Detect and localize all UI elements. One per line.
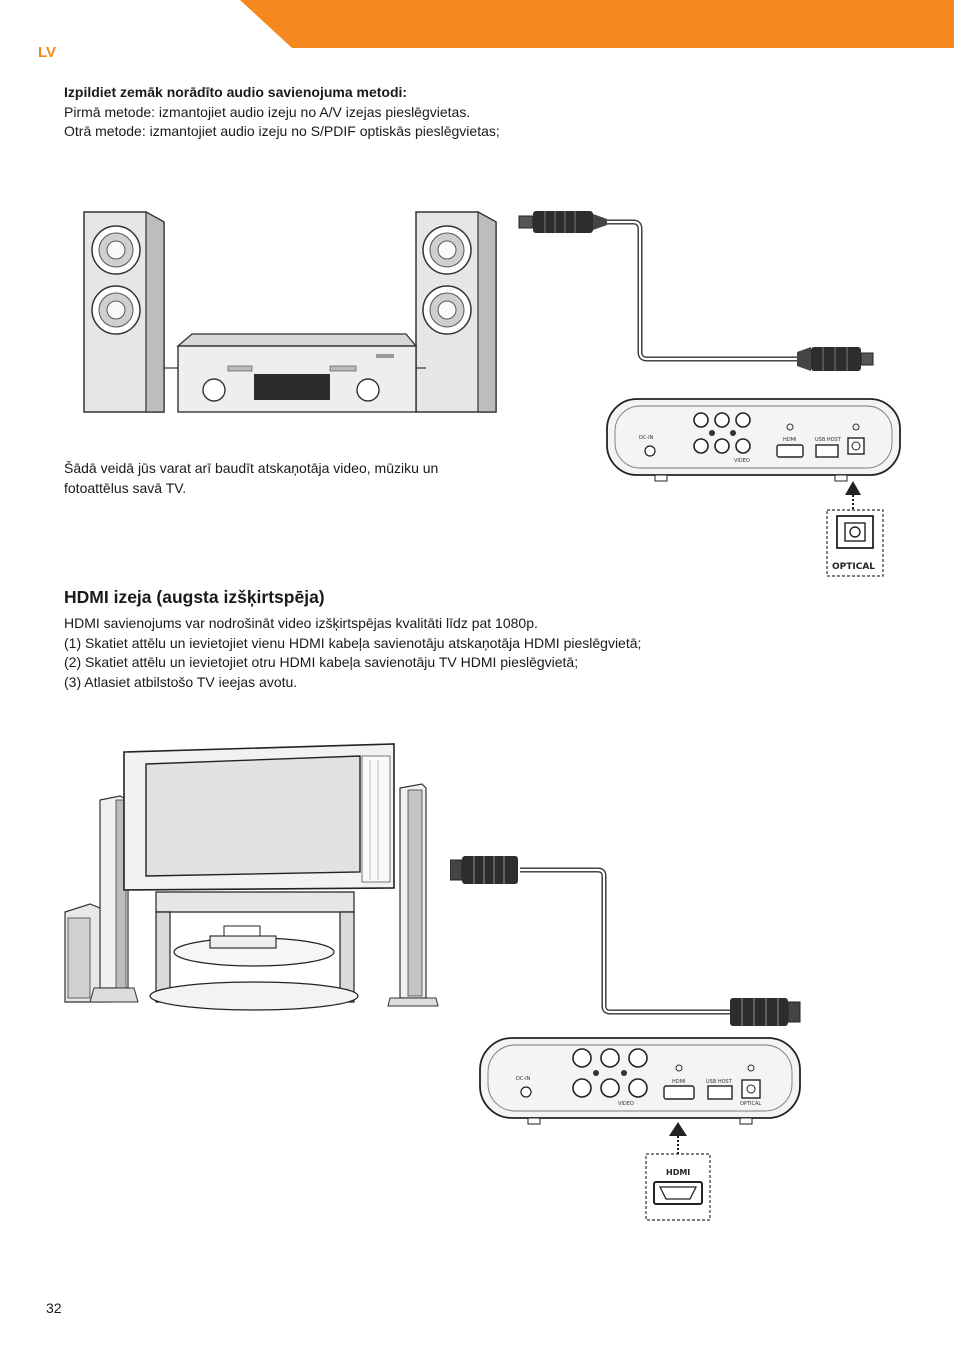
left-tower-speaker [89, 795, 139, 1003]
optical-plug-top [518, 211, 607, 233]
stereo-system-illustration [83, 210, 497, 413]
optical-port-label-2: OPTICAL [740, 1101, 761, 1107]
audio-caption-line-1: Šādā veidā jūs varat arī baudīt atskaņot… [64, 460, 439, 476]
audio-method-1: Pirmā metode: izmantojiet audio izeju no… [64, 103, 471, 120]
usb-host-label: USB HOST [815, 437, 842, 443]
header-band [240, 0, 954, 48]
audio-caption-line-2: fotoattēlus savā TV. [64, 479, 187, 496]
video-label: VIDEO [734, 458, 750, 464]
optical-port-callout: OPTICAL [826, 509, 884, 577]
hdmi-line-3: (2) Skatiet attēlu un ievietojiet otru H… [64, 654, 579, 670]
audio-method-2: Otrā metode: izmantojiet audio izeju no … [64, 123, 500, 139]
optical-callout-label: OPTICAL [832, 562, 875, 572]
orange-accent-shape [240, 0, 954, 48]
hdmi-cable [520, 867, 730, 1015]
hdmi-connection-illustration: DC-IN VIDEO HDMI USB HOST OPTICAL HDMI [450, 856, 801, 1221]
hdmi-instructions: HDMI savienojums var nodrošināt video iz… [64, 614, 784, 692]
hdmi-section-heading: HDMI izeja (augsta izšķirtspēja) [64, 587, 325, 607]
right-speaker [415, 210, 497, 413]
pointer-arrow-hdmi [669, 1122, 687, 1136]
media-player-rear-hdmi: DC-IN VIDEO HDMI USB HOST OPTICAL [479, 1037, 801, 1125]
hdmi-line-2: (1) Skatiet attēlu un ievietojiet vienu … [64, 634, 642, 651]
left-speaker [83, 210, 165, 413]
optical-connection-illustration: DC-IN VIDEO HDMI USB HOST OPTICAL [518, 211, 901, 577]
language-code: LV [38, 44, 57, 61]
hdmi-plug-top [450, 856, 518, 884]
audio-intro: Izpildiet zemāk norādīto audio savienoju… [64, 83, 624, 142]
hdmi-line-1: HDMI savienojums var nodrošināt video iz… [64, 615, 538, 631]
page-number: 32 [46, 1300, 62, 1316]
optical-cable [607, 219, 797, 362]
audio-caption: Šādā veidā jūs varat arī baudīt atskaņot… [64, 459, 484, 498]
media-player-rear: DC-IN VIDEO HDMI USB HOST [606, 398, 901, 482]
hdmi-line-4: (3) Atlasiet atbilstošo TV ieejas avotu. [64, 673, 298, 690]
dc-in-label-hdmi: DC-IN [516, 1076, 531, 1082]
home-theater-illustration [64, 743, 439, 1011]
pointer-arrow-optical [845, 481, 861, 495]
television [123, 743, 395, 891]
video-label-hdmi: VIDEO [618, 1101, 634, 1107]
dc-in-label: DC-IN [639, 435, 654, 441]
av-receiver [164, 333, 426, 413]
usb-host-label-2: USB HOST [706, 1079, 733, 1085]
optical-plug-bottom [797, 347, 874, 371]
hdmi-port-label: HDMI [783, 437, 796, 443]
right-tower-speaker [387, 783, 439, 1007]
hdmi-port-label-2: HDMI [672, 1079, 685, 1085]
audio-intro-title: Izpildiet zemāk norādīto audio savienoju… [64, 84, 408, 100]
hdmi-port-callout: HDMI [645, 1153, 711, 1221]
subwoofer [64, 903, 111, 1003]
tv-stand [149, 891, 359, 1011]
hdmi-callout-label: HDMI [666, 1168, 690, 1177]
hdmi-plug-bottom [730, 998, 801, 1026]
